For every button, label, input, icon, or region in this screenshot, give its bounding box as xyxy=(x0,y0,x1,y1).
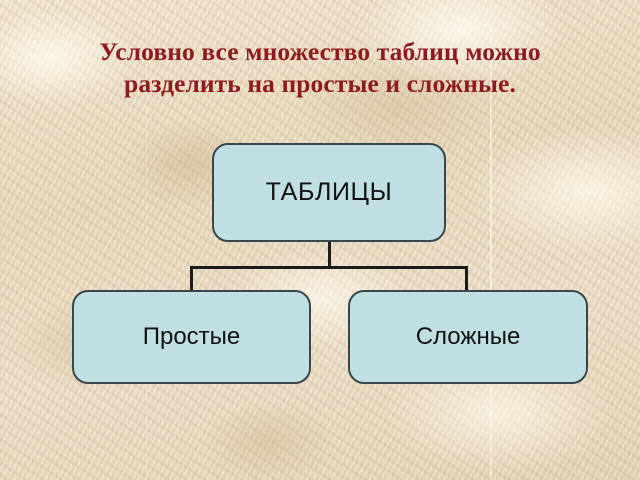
diagram-node-simple: Простые xyxy=(72,290,311,384)
diagram-node-complex: Сложные xyxy=(348,290,588,384)
connector-horizontal-bus xyxy=(190,266,468,269)
page-title-line-1: Условно все множество таблиц можно xyxy=(99,37,541,66)
background-seam-right xyxy=(490,0,492,480)
connector-drop-right xyxy=(465,266,468,291)
connector-root-stem xyxy=(328,242,331,268)
page-title: Условно все множество таблиц можно разде… xyxy=(40,36,600,100)
diagram-node-root: ТАБЛИЦЫ xyxy=(212,143,446,242)
diagram-node-root-label: ТАБЛИЦЫ xyxy=(265,178,393,206)
page-title-line-2: разделить на простые и сложные. xyxy=(124,69,516,98)
diagram-node-simple-label: Простые xyxy=(142,323,241,350)
diagram-node-complex-label: Сложные xyxy=(415,323,521,350)
background-seam-left xyxy=(146,0,147,480)
connector-drop-left xyxy=(190,266,193,291)
